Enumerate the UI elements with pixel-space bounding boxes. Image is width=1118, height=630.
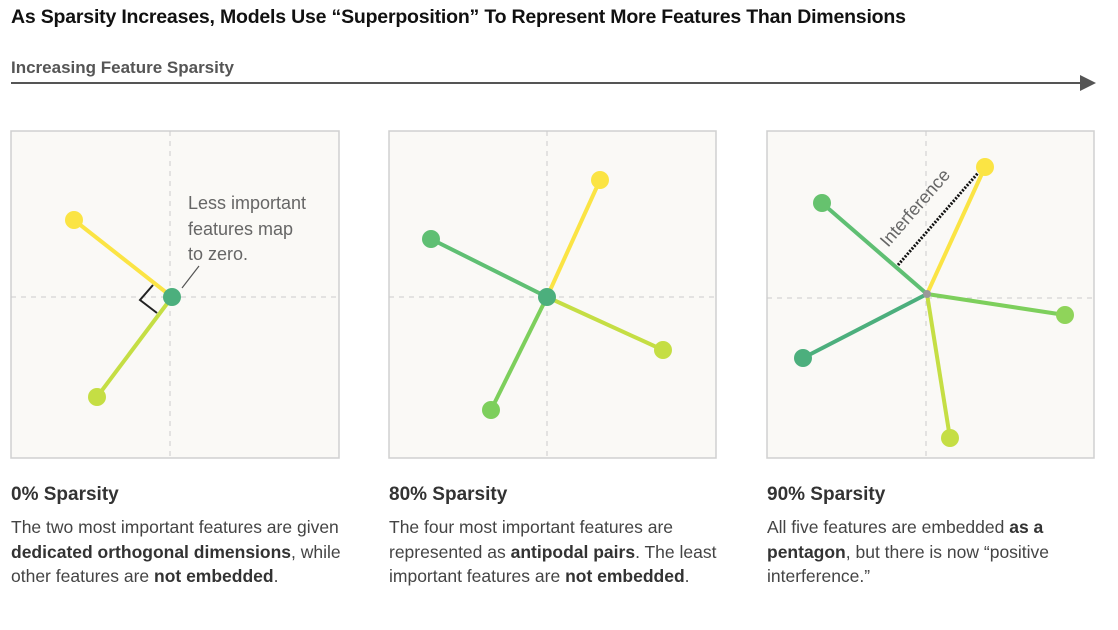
caption-90-sparsity: 90% Sparsity All five features are embed… (767, 484, 1097, 589)
caption-heading: 90% Sparsity (767, 484, 886, 505)
caption-text: The four most important features are rep… (389, 515, 719, 589)
caption-segment: All five features are embedded (767, 517, 1010, 537)
caption-text: All five features are embedded as a pent… (767, 515, 1097, 589)
feature-point (482, 401, 500, 419)
origin-point (923, 290, 931, 298)
caption-text: The two most important features are give… (11, 515, 341, 589)
feature-point (976, 158, 994, 176)
caption-heading: 0% Sparsity (11, 484, 119, 505)
feature-point (813, 194, 831, 212)
caption-0-sparsity: 0% Sparsity The two most important featu… (11, 484, 341, 589)
caption-segment: , while other features are (11, 541, 341, 587)
zero-features-point (538, 288, 556, 306)
emphasis-text: as a pentagon (767, 517, 1044, 562)
feature-point (654, 341, 672, 359)
emphasis-text: not embedded (565, 566, 685, 586)
panel-90-sparsity: Interference (766, 130, 1095, 459)
feature-point (88, 388, 106, 406)
caption-segment: . (273, 566, 279, 586)
caption-segment: . The least important features are (389, 541, 717, 587)
feature-point (422, 230, 440, 248)
emphasis-text: dedicated orthogonal dimensions (11, 541, 292, 562)
sparsity-arrow (11, 75, 1096, 91)
sparsity-axis-label: Increasing Feature Sparsity (11, 58, 234, 77)
emphasis-text: antipodal pairs (510, 541, 636, 562)
caption-heading: 80% Sparsity (389, 484, 508, 505)
caption-segment: The two most important features are give… (11, 517, 339, 537)
feature-point (941, 429, 959, 447)
feature-point (794, 349, 812, 367)
panel-0-sparsity: Less important features map to zero. (10, 130, 340, 459)
feature-point (1056, 306, 1074, 324)
interference-line (896, 172, 980, 266)
zero-features-point (163, 288, 181, 306)
figure-title: As Sparsity Increases, Models Use “Super… (11, 6, 906, 28)
caption-segment: The four most important features are rep… (389, 517, 674, 562)
right-angle-marker (138, 284, 158, 314)
caption-80-sparsity: 80% Sparsity The four most important fea… (389, 484, 719, 589)
caption-segment: , but there is now “positive interferenc… (767, 541, 1050, 587)
annotation-leader (181, 265, 200, 289)
annotation-less-important: Less important features map to zero. (188, 193, 311, 264)
caption-segment: . (684, 566, 690, 586)
panel-80-sparsity (388, 130, 717, 459)
feature-point (591, 171, 609, 189)
emphasis-text: not embedded (154, 566, 274, 586)
feature-point (65, 211, 83, 229)
